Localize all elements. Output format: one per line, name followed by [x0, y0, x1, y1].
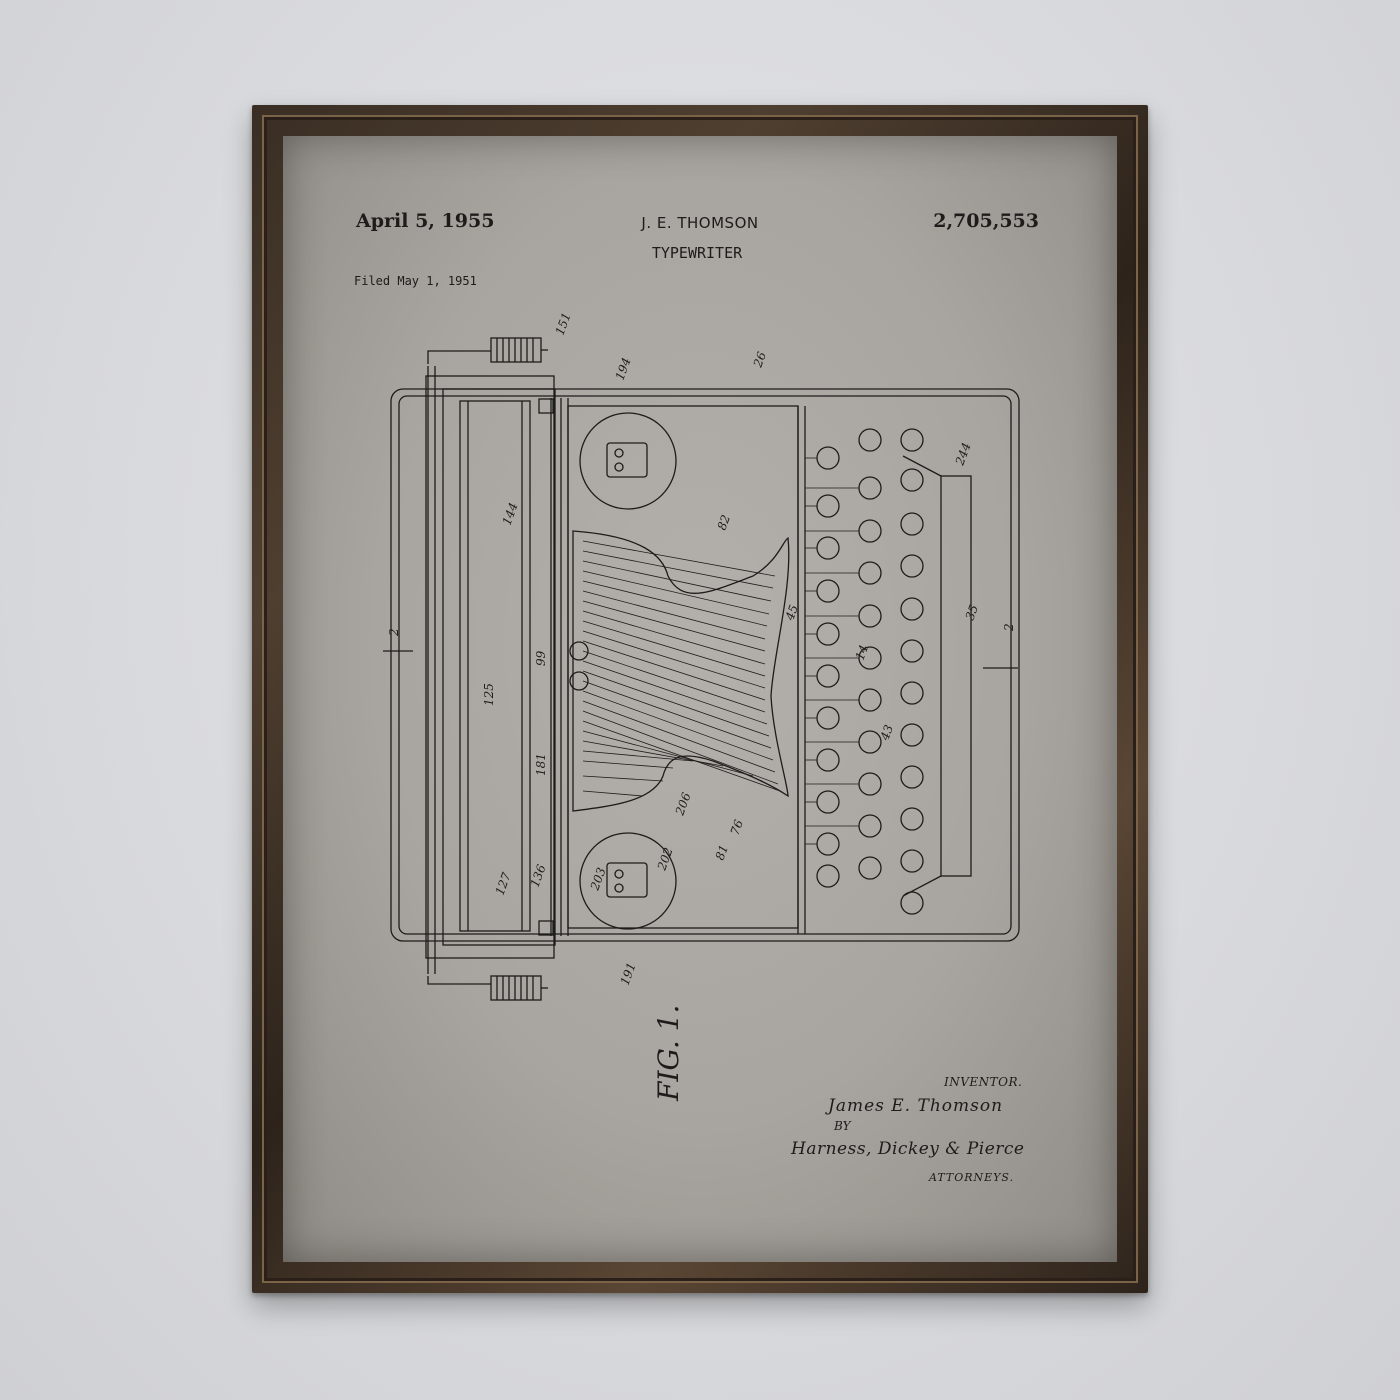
svg-text:43: 43 — [877, 723, 896, 743]
svg-text:14: 14 — [853, 643, 871, 662]
patent-number: 2,705,553 — [933, 210, 1039, 232]
patent-title: TYPEWRITER — [651, 244, 743, 262]
svg-text:144: 144 — [500, 501, 521, 527]
patent-date: April 5, 1955 — [356, 210, 495, 232]
svg-text:206: 206 — [672, 790, 693, 818]
svg-text:26: 26 — [750, 350, 769, 370]
svg-text:82: 82 — [715, 513, 733, 532]
svg-text:FIG. 1.: FIG. 1. — [652, 1005, 685, 1102]
attorneys-label: ATTORNEYS. — [929, 1171, 1015, 1184]
svg-text:125: 125 — [482, 683, 496, 706]
inventor-name-heading: J. E. THOMSON — [641, 214, 759, 232]
svg-text:191: 191 — [618, 961, 639, 987]
typewriter-drawing: FIG. 1. 151 194 26 144 82 244 45 35 99 1… — [383, 311, 1020, 1102]
frame-bevel — [262, 115, 1138, 1283]
inventor-label: INVENTOR. — [944, 1075, 1023, 1089]
svg-text:194: 194 — [613, 356, 634, 382]
inventor-signature: James E. Thomson — [828, 1096, 1004, 1116]
svg-text:35: 35 — [963, 603, 981, 622]
patent-print: April 5, 1955 J. E. THOMSON 2,705,553 TY… — [283, 136, 1117, 1262]
filed-date: Filed May 1, 1951 — [354, 274, 477, 288]
svg-text:202: 202 — [654, 846, 675, 873]
svg-text:244: 244 — [952, 441, 973, 468]
by-label: BY — [834, 1119, 851, 1133]
svg-text:127: 127 — [493, 870, 514, 897]
svg-text:151: 151 — [553, 311, 574, 337]
svg-text:203: 203 — [587, 865, 608, 893]
svg-text:76: 76 — [728, 818, 747, 837]
svg-text:181: 181 — [534, 753, 548, 776]
svg-text:2: 2 — [387, 628, 401, 637]
svg-text:81: 81 — [713, 843, 731, 862]
attorneys-signature: Harness, Dickey & Pierce — [791, 1139, 1025, 1159]
svg-text:136: 136 — [528, 862, 549, 889]
svg-text:45: 45 — [782, 603, 801, 623]
svg-text:99: 99 — [534, 650, 548, 666]
svg-text:2: 2 — [1002, 623, 1016, 632]
